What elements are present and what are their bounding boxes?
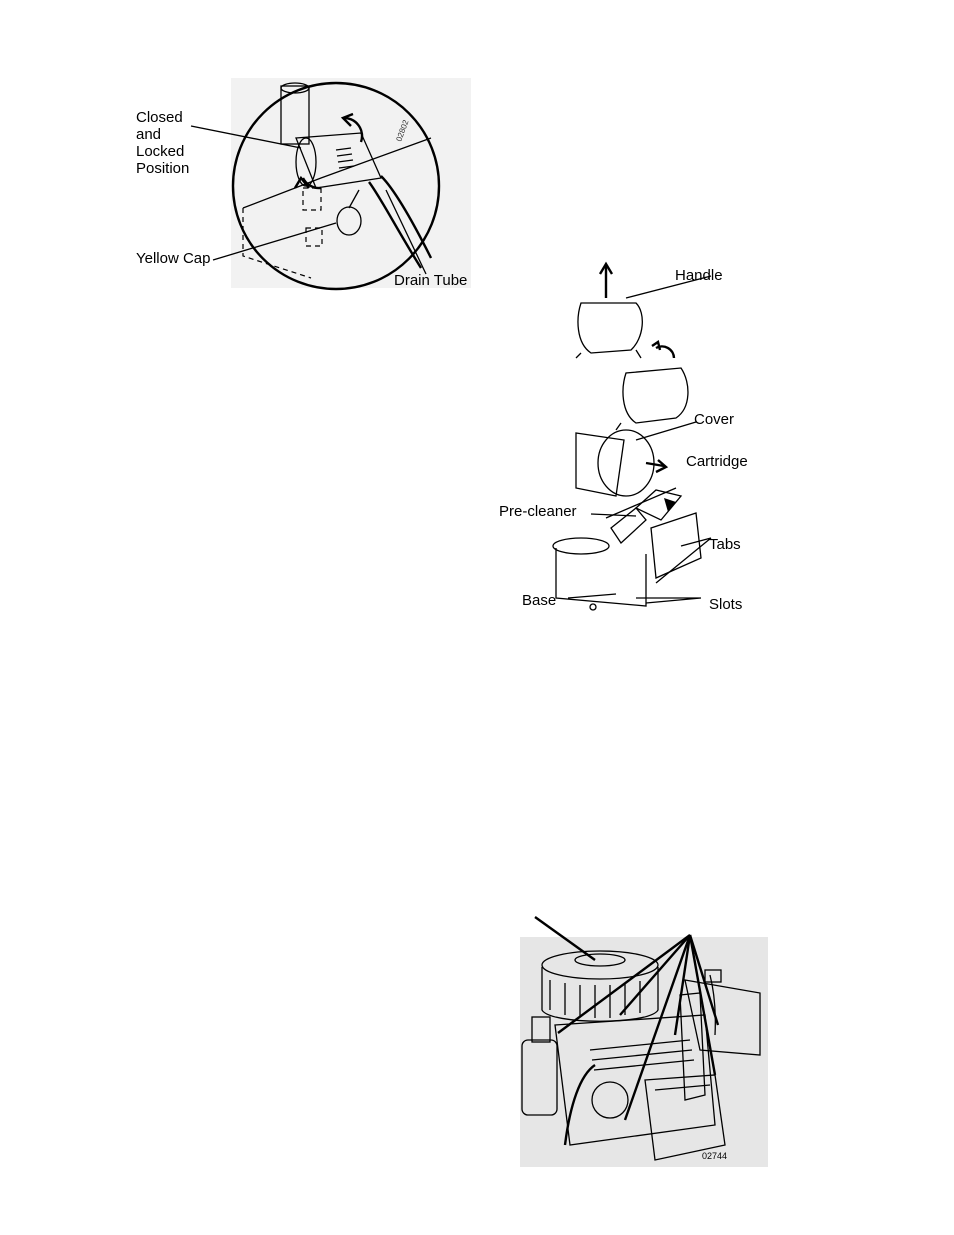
air-cleaner-illustration bbox=[496, 258, 766, 618]
label-cover: Cover bbox=[694, 411, 734, 428]
label-cartridge: Cartridge bbox=[686, 453, 748, 470]
label-tabs: Tabs bbox=[709, 536, 741, 553]
label-handle: Handle bbox=[675, 267, 723, 284]
label-drain-tube: Drain Tube bbox=[394, 272, 467, 289]
label-base: Base bbox=[522, 592, 556, 609]
label-locked: Locked bbox=[136, 143, 184, 160]
oil-drain-figure: 02802 Closed and Locked Position Yellow … bbox=[131, 78, 471, 293]
label-slots: Slots bbox=[709, 596, 742, 613]
label-pre-cleaner: Pre-cleaner bbox=[499, 503, 577, 520]
engine-illustration bbox=[510, 915, 770, 1170]
label-position: Position bbox=[136, 160, 189, 177]
label-and: and bbox=[136, 126, 161, 143]
air-cleaner-figure: Handle Cover Cartridge Pre-cleaner Tabs … bbox=[496, 258, 766, 618]
engine-figure: 02744 bbox=[510, 915, 770, 1170]
label-yellow-cap: Yellow Cap bbox=[136, 250, 211, 267]
label-closed: Closed bbox=[136, 109, 183, 126]
part-number: 02744 bbox=[702, 1151, 727, 1161]
